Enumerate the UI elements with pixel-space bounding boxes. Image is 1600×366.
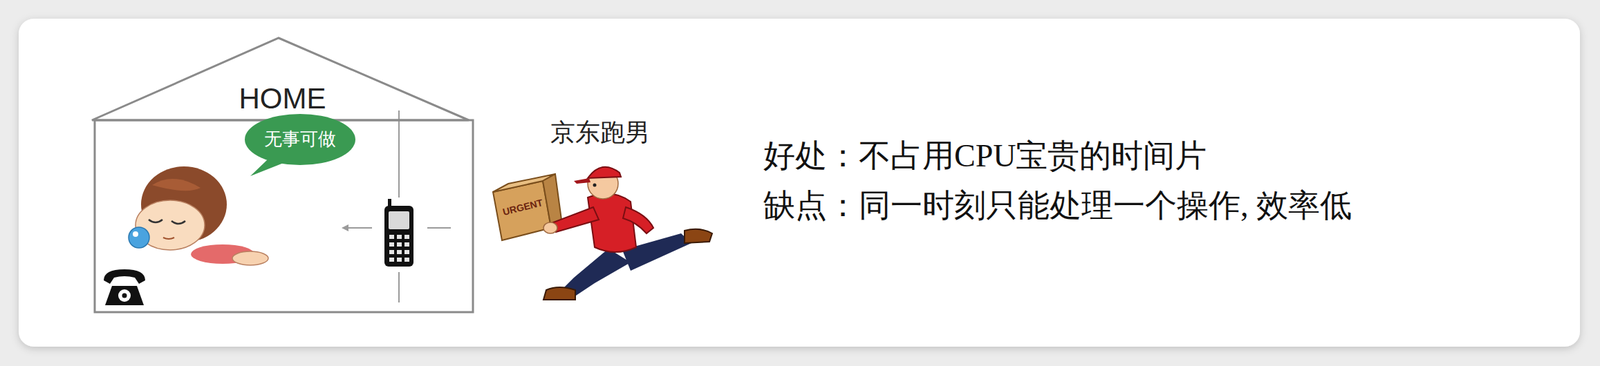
phone-case bbox=[384, 206, 414, 267]
front-arm bbox=[553, 207, 599, 233]
divider-line bbox=[398, 110, 400, 198]
courier-title: 京东跑男 bbox=[550, 116, 650, 151]
eye bbox=[148, 219, 163, 223]
bubble-tail bbox=[250, 154, 292, 177]
house-shape: HOME 无事可做 bbox=[91, 38, 473, 313]
hair bbox=[141, 166, 227, 243]
arrow-head bbox=[341, 224, 349, 232]
hand bbox=[232, 251, 269, 266]
back-shoe bbox=[684, 229, 713, 244]
sleeve bbox=[190, 244, 255, 265]
phone-screen bbox=[388, 211, 410, 230]
handset bbox=[103, 269, 146, 285]
head bbox=[587, 168, 619, 200]
eye bbox=[593, 183, 597, 188]
front-shoe bbox=[543, 287, 576, 301]
face bbox=[135, 200, 205, 251]
telephone-symbol bbox=[103, 269, 146, 306]
parcel bbox=[492, 181, 552, 241]
disadvantage-note: 缺点：同一时刻只能处理一个操作, 效率低 bbox=[763, 186, 1352, 225]
front-leg bbox=[561, 248, 631, 298]
advantage-note-holder: 好处：不占用CPU宝贵的时间片 bbox=[763, 136, 1207, 175]
parcel-stamp: URGENT bbox=[501, 197, 544, 218]
tear-bubble bbox=[128, 227, 150, 249]
courier-title-holder: 京东跑男 bbox=[550, 116, 650, 151]
dial-center bbox=[122, 293, 128, 299]
shirt bbox=[587, 193, 637, 253]
signal-line bbox=[427, 227, 451, 229]
dial bbox=[118, 289, 131, 303]
antenna bbox=[387, 199, 392, 209]
mouth bbox=[163, 237, 175, 240]
house-shape-outline bbox=[91, 38, 473, 313]
delivery-runner bbox=[492, 167, 713, 301]
speech-bubble: 无事可做 bbox=[244, 114, 356, 166]
divider-line bbox=[398, 272, 400, 303]
fringe bbox=[152, 179, 201, 191]
wall-outline bbox=[94, 120, 473, 313]
sleeping-girl bbox=[128, 166, 269, 266]
phone-body bbox=[105, 286, 144, 306]
back-leg bbox=[622, 233, 692, 272]
cap-brim bbox=[573, 178, 591, 184]
house-label: HOME bbox=[91, 82, 473, 116]
parcel-side bbox=[542, 174, 562, 229]
advantage-note: 好处：不占用CPU宝贵的时间片 bbox=[763, 136, 1207, 175]
bubble-shape bbox=[244, 114, 356, 166]
highlight bbox=[132, 231, 139, 238]
cellphone-symbol bbox=[384, 199, 414, 267]
parcel-stamp-holder: URGENT bbox=[501, 197, 544, 218]
keypad bbox=[389, 235, 410, 263]
disadvantage-note-holder: 缺点：同一时刻只能处理一个操作, 效率低 bbox=[763, 186, 1352, 225]
signal-divider bbox=[341, 110, 451, 303]
card-panel bbox=[18, 18, 1580, 348]
hand bbox=[543, 222, 558, 234]
eye bbox=[171, 221, 186, 225]
cap bbox=[587, 167, 621, 179]
signal-line bbox=[345, 227, 372, 229]
parcel-top bbox=[492, 174, 556, 193]
bubble-text: 无事可做 bbox=[264, 128, 337, 151]
back-arm bbox=[622, 207, 654, 234]
